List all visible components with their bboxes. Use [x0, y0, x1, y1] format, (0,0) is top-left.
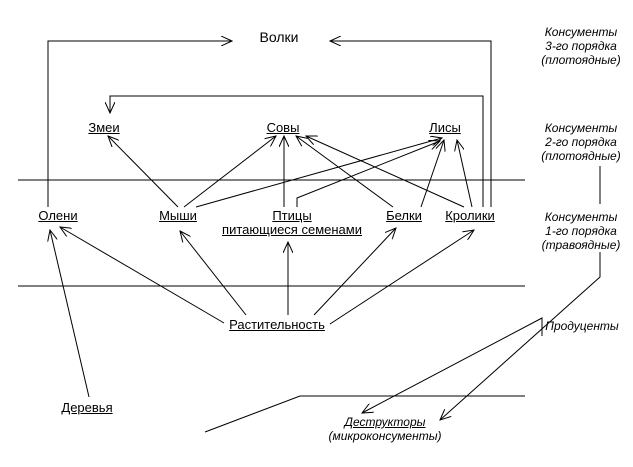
edge-mice-foxes	[195, 138, 442, 208]
node-decomposers: Деструкторы (микроконсументы)	[328, 415, 441, 443]
level-c3-line1: Консументы	[544, 25, 618, 39]
edge-producers-decomposers	[362, 317, 543, 413]
node-birds-line1: Птицы	[272, 208, 312, 223]
node-trees: Деревья	[61, 400, 113, 415]
edge-rabbits-owls	[306, 136, 465, 208]
edge-squirrels-foxes	[420, 140, 444, 208]
edge-squirrels-owls	[296, 136, 394, 208]
node-rabbits: Кролики	[445, 208, 495, 223]
node-owls: Совы	[266, 120, 300, 135]
level-c2-line2: 2-го порядка	[545, 135, 617, 149]
edge-trees-deer	[50, 230, 90, 398]
level-consumers-1: Консументы 1-го порядка (травоядные)	[542, 210, 621, 252]
edge-vegetation-deer	[60, 227, 225, 324]
level-c3-line3: (плотоядные)	[541, 53, 621, 67]
node-birds-line2: питающиеся семенами	[222, 222, 362, 237]
edge-mice-snakes	[108, 136, 179, 208]
node-wolves: Волки	[259, 29, 299, 45]
level-c1-line1: Консументы	[544, 210, 618, 224]
node-deer: Олени	[38, 208, 78, 223]
edge-vegetation-squirrels	[313, 228, 396, 316]
edge-rabbits-wolves	[330, 41, 492, 207]
level-c2-line1: Консументы	[544, 121, 618, 135]
node-squirrels: Белки	[386, 208, 422, 223]
node-decomposers-line1: Деструкторы	[344, 415, 426, 429]
edge-consumers1-decomposers	[440, 252, 601, 420]
edge-birds-foxes	[296, 141, 440, 207]
level-c1-line2: 1-го порядка	[545, 224, 617, 238]
edge-deer-wolves	[47, 41, 232, 207]
edge-mice-owls	[183, 136, 276, 208]
edge-rabbits-snakes	[110, 95, 484, 207]
node-mice: Мыши	[159, 208, 197, 223]
edge-vegetation-mice	[180, 231, 247, 316]
level-c2-line3: (плотоядные)	[541, 149, 621, 163]
node-decomposers-line2: (микроконсументы)	[328, 429, 442, 443]
level-c3-line2: 3-го порядка	[545, 39, 617, 53]
node-birds: Птицы питающиеся семенами	[222, 209, 362, 237]
level-consumers-3: Консументы 3-го порядка (плотоядные)	[541, 25, 620, 67]
soil-line	[204, 395, 525, 433]
edge-vegetation-rabbits	[329, 230, 474, 325]
level-consumers-2: Консументы 2-го порядка (плотоядные)	[541, 121, 620, 163]
level-c1-line3: (травоядные)	[541, 238, 621, 252]
node-vegetation: Растительность	[229, 317, 325, 332]
node-snakes: Змеи	[88, 120, 120, 135]
edge-rabbits-foxes	[457, 140, 473, 208]
level-producers: Продуценты	[545, 319, 619, 333]
node-foxes: Лисы	[429, 120, 461, 135]
